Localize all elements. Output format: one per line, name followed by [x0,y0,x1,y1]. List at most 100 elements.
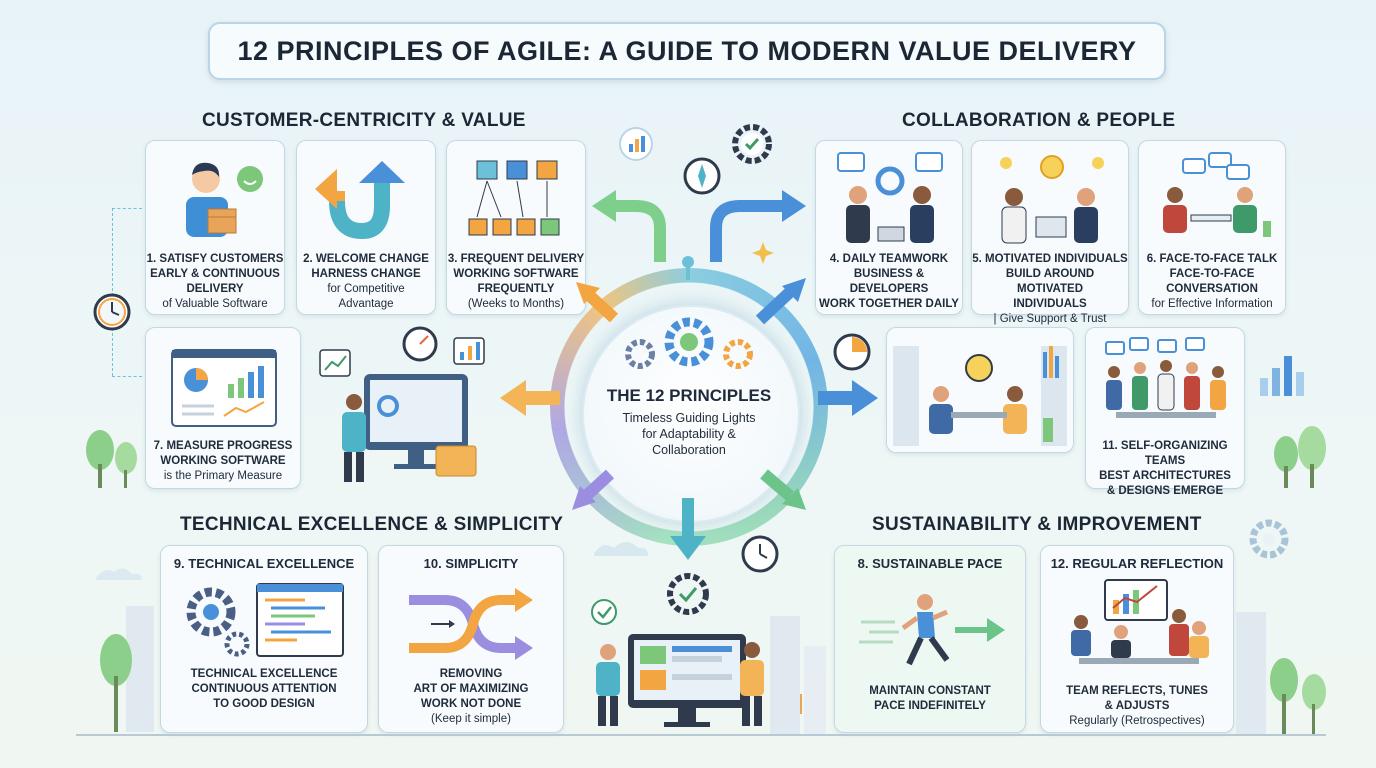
card-7-title: 7. MEASURE PROGRESS [153,440,293,452]
motivated-illustration [1000,155,1104,244]
section-title-sustainability: SUSTAINABILITY & IMPROVEMENT [872,514,1202,535]
card-5-line: BUILD AROUND MOTIVATED [1005,268,1095,295]
principle-card-10: 10. SIMPLICITY REMOVING ART OF MAXIMIZIN… [378,545,564,733]
face-to-face-illustration [1163,152,1271,237]
principle-card-12: 12. REGULAR REFLECTION TEAM REFLECTS, TU… [1040,545,1234,733]
center-subtitle-line: for Adaptability & [642,427,736,441]
clock-icon [93,293,131,331]
card-5-title: 5. MOTIVATED INDIVIDUALS [972,253,1128,265]
customer-illustration [186,162,263,237]
card-7-line: is the Primary Measure [163,470,283,482]
card-2-title: 2. WELCOME CHANGE [303,253,429,265]
card-5-line: | Give Support & Trust [993,313,1107,325]
tree-icon [1236,612,1326,736]
card-9-line: TECHNICAL EXCELLENCE [190,668,338,680]
dashboard-illustration [171,349,277,427]
pie-clock-icon [833,333,871,371]
center-subtitle-line: Timeless Guiding Lights [622,411,756,425]
tree-icon [1274,426,1326,488]
card-2-line: HARNESS CHANGE [311,268,421,280]
center-subtitle: Timeless Guiding Lights for Adaptability… [592,410,786,458]
center-subtitle-line: Collaboration [652,443,726,457]
page-title: 12 PRINCIPLES OF AGILE: A GUIDE TO MODER… [208,22,1166,80]
gear-icon [875,166,905,196]
card-6-title: 6. FACE-TO-FACE TALK [1146,253,1278,265]
card-9-line: TO GOOD DESIGN [213,698,315,710]
principle-card-2: 2. WELCOME CHANGE HARNESS CHANGE for Com… [296,140,436,315]
card-10-line: REMOVING [439,668,503,680]
card-6-line: FACE-TO-FACE [1169,268,1255,280]
retrospective-illustration [1071,579,1209,664]
building-icon [770,616,826,736]
folder-icon [435,445,477,477]
gear-icon [186,587,236,637]
gear-check-icon [732,124,772,164]
runner-illustration [859,594,1005,666]
card-10-line: ART OF MAXIMIZING [413,683,529,695]
card-8-title: 8. SUSTAINABLE PACE [857,556,1003,571]
card-9-title: 9. TECHNICAL EXCELLENCE [173,556,355,571]
lightbulb-icon [965,354,993,382]
lightbulb-icon [1000,157,1012,169]
card-6-line: CONVERSATION [1166,283,1258,295]
principle-card-11: 11. SELF-ORGANIZING TEAMS BEST ARCHITECT… [1085,327,1245,497]
card-1-line: of Valuable Software [162,298,268,310]
card-10-line: (Keep it simple) [431,713,511,725]
principle-card-5: 5. MOTIVATED INDIVIDUALS BUILD AROUND MO… [971,140,1129,325]
section-title-customer: CUSTOMER-CENTRICITY & VALUE [202,110,526,131]
card-2-line: Advantage [338,298,394,310]
gears-icon [625,317,753,369]
principle-card-3: 3. FREQUENT DELIVERY WORKING SOFTWARE FR… [446,140,586,315]
card-7-line: WORKING SOFTWARE [160,455,286,467]
card-9-line: CONTINUOUS ATTENTION [191,683,337,695]
center-title: THE 12 PRINCIPLES [606,386,772,405]
simplicity-arrows-icon [409,588,533,660]
card-6-line: for Effective Information [1151,298,1273,310]
meeting-card [886,327,1074,453]
card-11-line: & DESIGNS EMERGE [1106,485,1224,497]
card-3-title: 3. FREQUENT DELIVERY [447,253,585,265]
card-12-line: TEAM REFLECTS, TUNES [1066,685,1208,697]
card-12-line: & ADJUSTS [1104,700,1170,712]
card-4-title: 4. DAILY TEAMWORK [829,253,949,265]
card-12-line: Regularly (Retrospectives) [1069,715,1205,727]
meeting-illustration [893,346,1067,446]
card-8-line: MAINTAIN CONSTANT [869,685,991,697]
card-5-line: INDIVIDUALS [1013,298,1087,310]
tree-icon [96,568,154,732]
cloud-icon [96,568,142,580]
gear-icon [377,395,399,417]
teamwork-illustration [837,152,943,243]
card-12-title: 12. REGULAR REFLECTION [1050,556,1224,571]
connector-line [112,208,113,376]
connector-line [112,376,142,377]
compass-icon [683,157,721,195]
connector-line [112,208,142,209]
review-illustration [591,535,802,727]
chart-icon [619,127,653,161]
check-icon [591,599,617,625]
tree-icon [86,430,137,488]
principle-card-9: 9. TECHNICAL EXCELLENCE TECHNICAL EXCELL… [160,545,368,733]
card-3-line: WORKING SOFTWARE [453,268,579,280]
card-3-line: (Weeks to Months) [467,298,565,310]
card-2-line: for Competitive [327,283,405,295]
arrow-icon [987,618,1005,642]
section-title-collaboration: COLLABORATION & PEOPLE [902,110,1176,131]
principle-card-7: 7. MEASURE PROGRESS WORKING SOFTWARE is … [145,327,301,489]
principle-card-6: 6. FACE-TO-FACE TALK FACE-TO-FACE CONVER… [1138,140,1286,315]
team-illustration [1105,337,1226,418]
card-10-title: 10. SIMPLICITY [423,556,519,571]
chat-bubble-icon [237,166,263,192]
card-1-line: DELIVERY [186,283,244,295]
card-1-title: 1. SATISFY CUSTOMERS [146,253,284,265]
chat-bubble-icon [837,152,865,172]
cloud-icon [594,542,648,556]
sparkle-icon [752,242,774,264]
principle-card-4: 4. DAILY TEAMWORK BUSINESS & DEVELOPERS … [815,140,963,315]
chat-bubble-icon [1182,158,1206,174]
code-gear-illustration [186,583,344,657]
chart-icon [1260,356,1304,396]
gear-icon [667,573,709,615]
